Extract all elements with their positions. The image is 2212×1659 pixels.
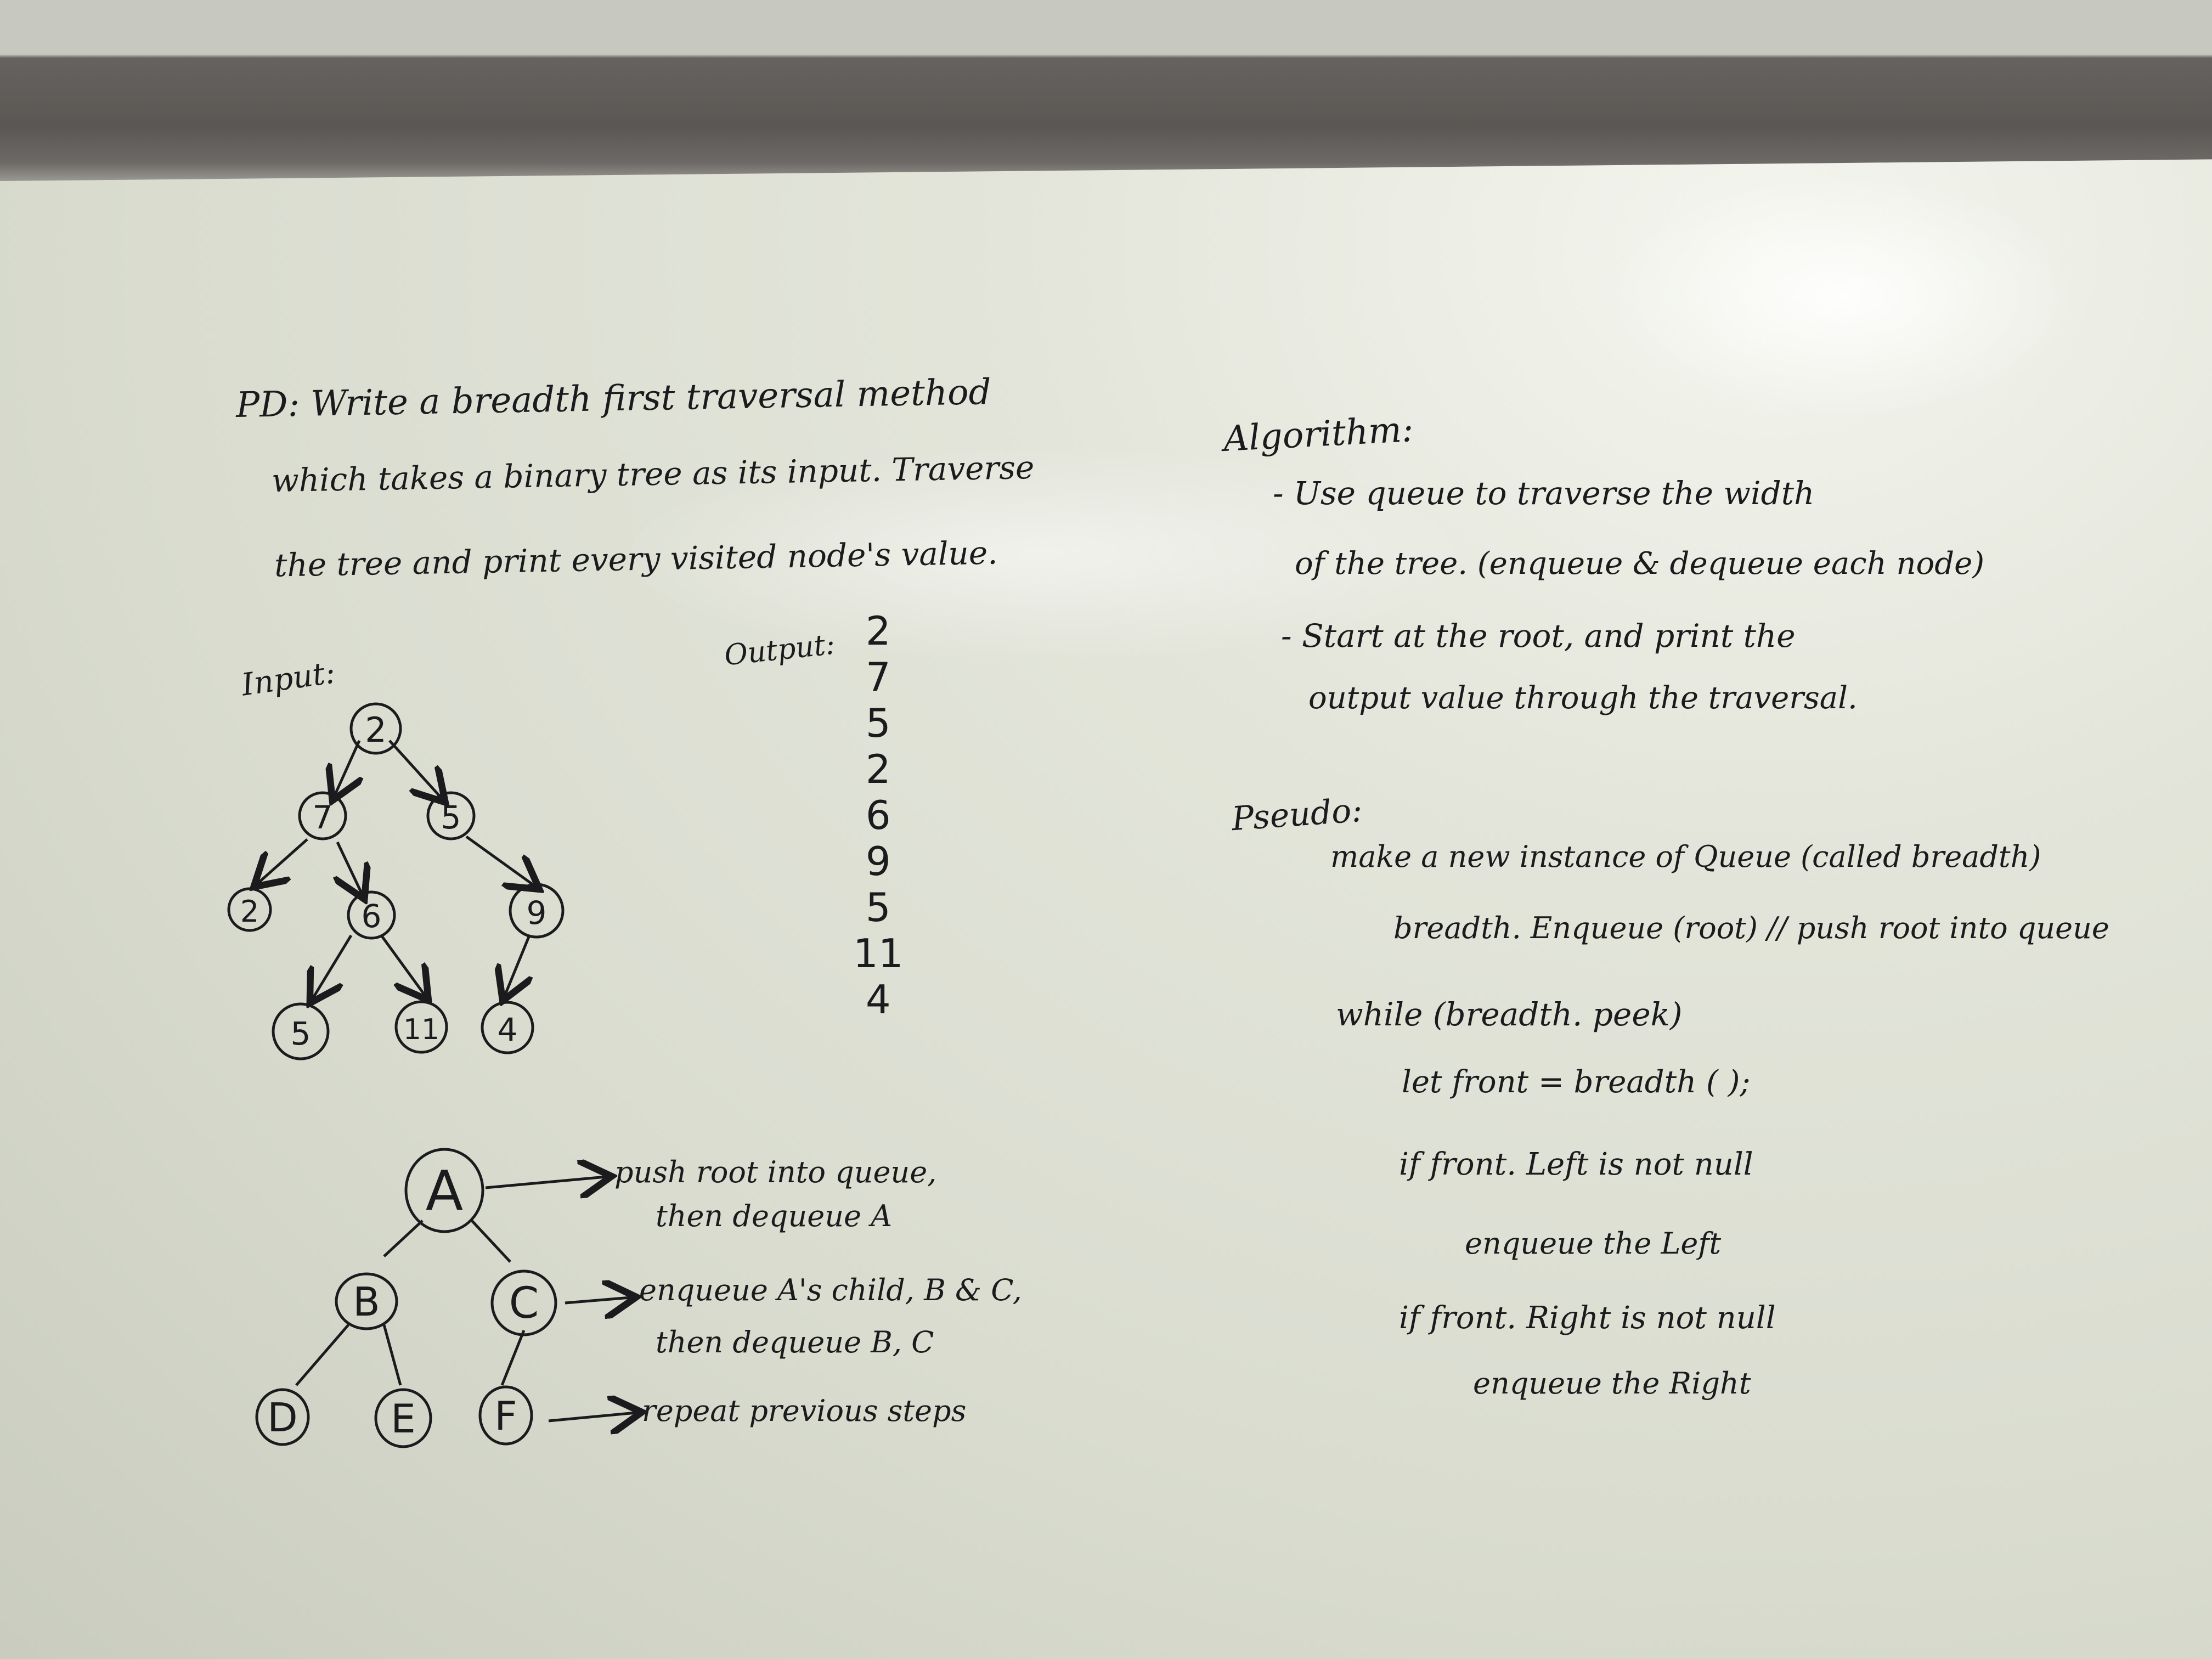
tree-node: 2 [349,702,402,755]
algorithm-line: - Start at the root, and print the [1281,617,1796,654]
pseudo-line: enqueue the Left [1465,1226,1722,1261]
output-value: 2 [865,608,891,654]
note-line: then dequeue B, C [656,1325,934,1359]
tree-node: 5 [272,1002,330,1060]
pseudo-line: breadth. Enqueue (root) // push root int… [1393,911,2109,945]
tree-node: E [374,1388,432,1448]
output-value: 7 [865,654,891,700]
tree-node-label: C [509,1279,539,1328]
note-line: then dequeue A [656,1199,893,1233]
tree-node: 4 [481,1001,534,1054]
tree-node-label: F [494,1393,517,1439]
note-line: repeat previous steps [642,1393,967,1428]
tree-node-label: 11 [403,1013,439,1046]
tree-node: F [478,1385,533,1446]
tree-node: B [335,1272,398,1330]
algorithm-line: - Use queue to traverse the width [1273,475,1815,512]
output-value: 6 [865,792,891,838]
whiteboard-rail [0,0,2212,181]
pseudo-line: while (breadth. peek) [1336,996,1683,1033]
tree-node-label: 2 [365,710,386,750]
pseudo-line: enqueue the Right [1473,1366,1751,1401]
letter-tree-edges [295,1220,526,1386]
tree-node: 5 [426,791,476,840]
tree-node-label: D [267,1395,297,1441]
pseudo-line: let front = breadth ( ); [1402,1064,1751,1100]
output-value: 11 [853,930,904,977]
output-value: 5 [865,884,891,930]
output-value: 4 [865,977,891,1023]
tree-node: 9 [509,883,565,939]
tree-node-label: 9 [527,894,547,932]
tree-node-label: A [426,1159,463,1223]
output-value: 2 [865,746,891,792]
pseudo-line: if front. Left is not null [1399,1147,1753,1182]
tree-node: 11 [394,1000,448,1054]
number-tree-edges [258,740,535,998]
tree-node: C [490,1269,557,1336]
output-values: 2 7 5 2 6 9 5 11 4 [853,608,904,1023]
tree-node-label: 6 [362,898,382,935]
light-glare [1618,181,2068,411]
pseudo-line: if front. Right is not null [1399,1300,1776,1336]
tree-node: D [255,1388,310,1446]
tree-node: 7 [298,791,347,840]
tree-node-label: 5 [441,799,461,836]
tree-node: A [404,1148,484,1233]
tree-node-label: 7 [313,799,333,836]
tree-node-label: 5 [291,1015,311,1052]
output-value: 5 [865,700,891,746]
tree-node: 6 [347,890,396,940]
note-arrows [485,1177,636,1421]
pseudo-line: make a new instance of Queue (called bre… [1330,839,2041,874]
tree-node-label: E [391,1396,416,1442]
tree-node-label: 4 [498,1011,518,1048]
output-value: 9 [865,838,891,884]
algorithm-line: output value through the traversal. [1308,680,1858,716]
tree-node-label: 2 [240,894,259,929]
note-line: push root into queue, [614,1155,937,1189]
light-glare [631,450,1454,658]
algorithm-line: of the tree. (enqueue & dequeue each nod… [1295,546,1985,582]
tree-node: 2 [227,887,272,932]
note-line: enqueue A's child, B & C, [639,1273,1022,1307]
tree-node-label: B [353,1279,380,1325]
